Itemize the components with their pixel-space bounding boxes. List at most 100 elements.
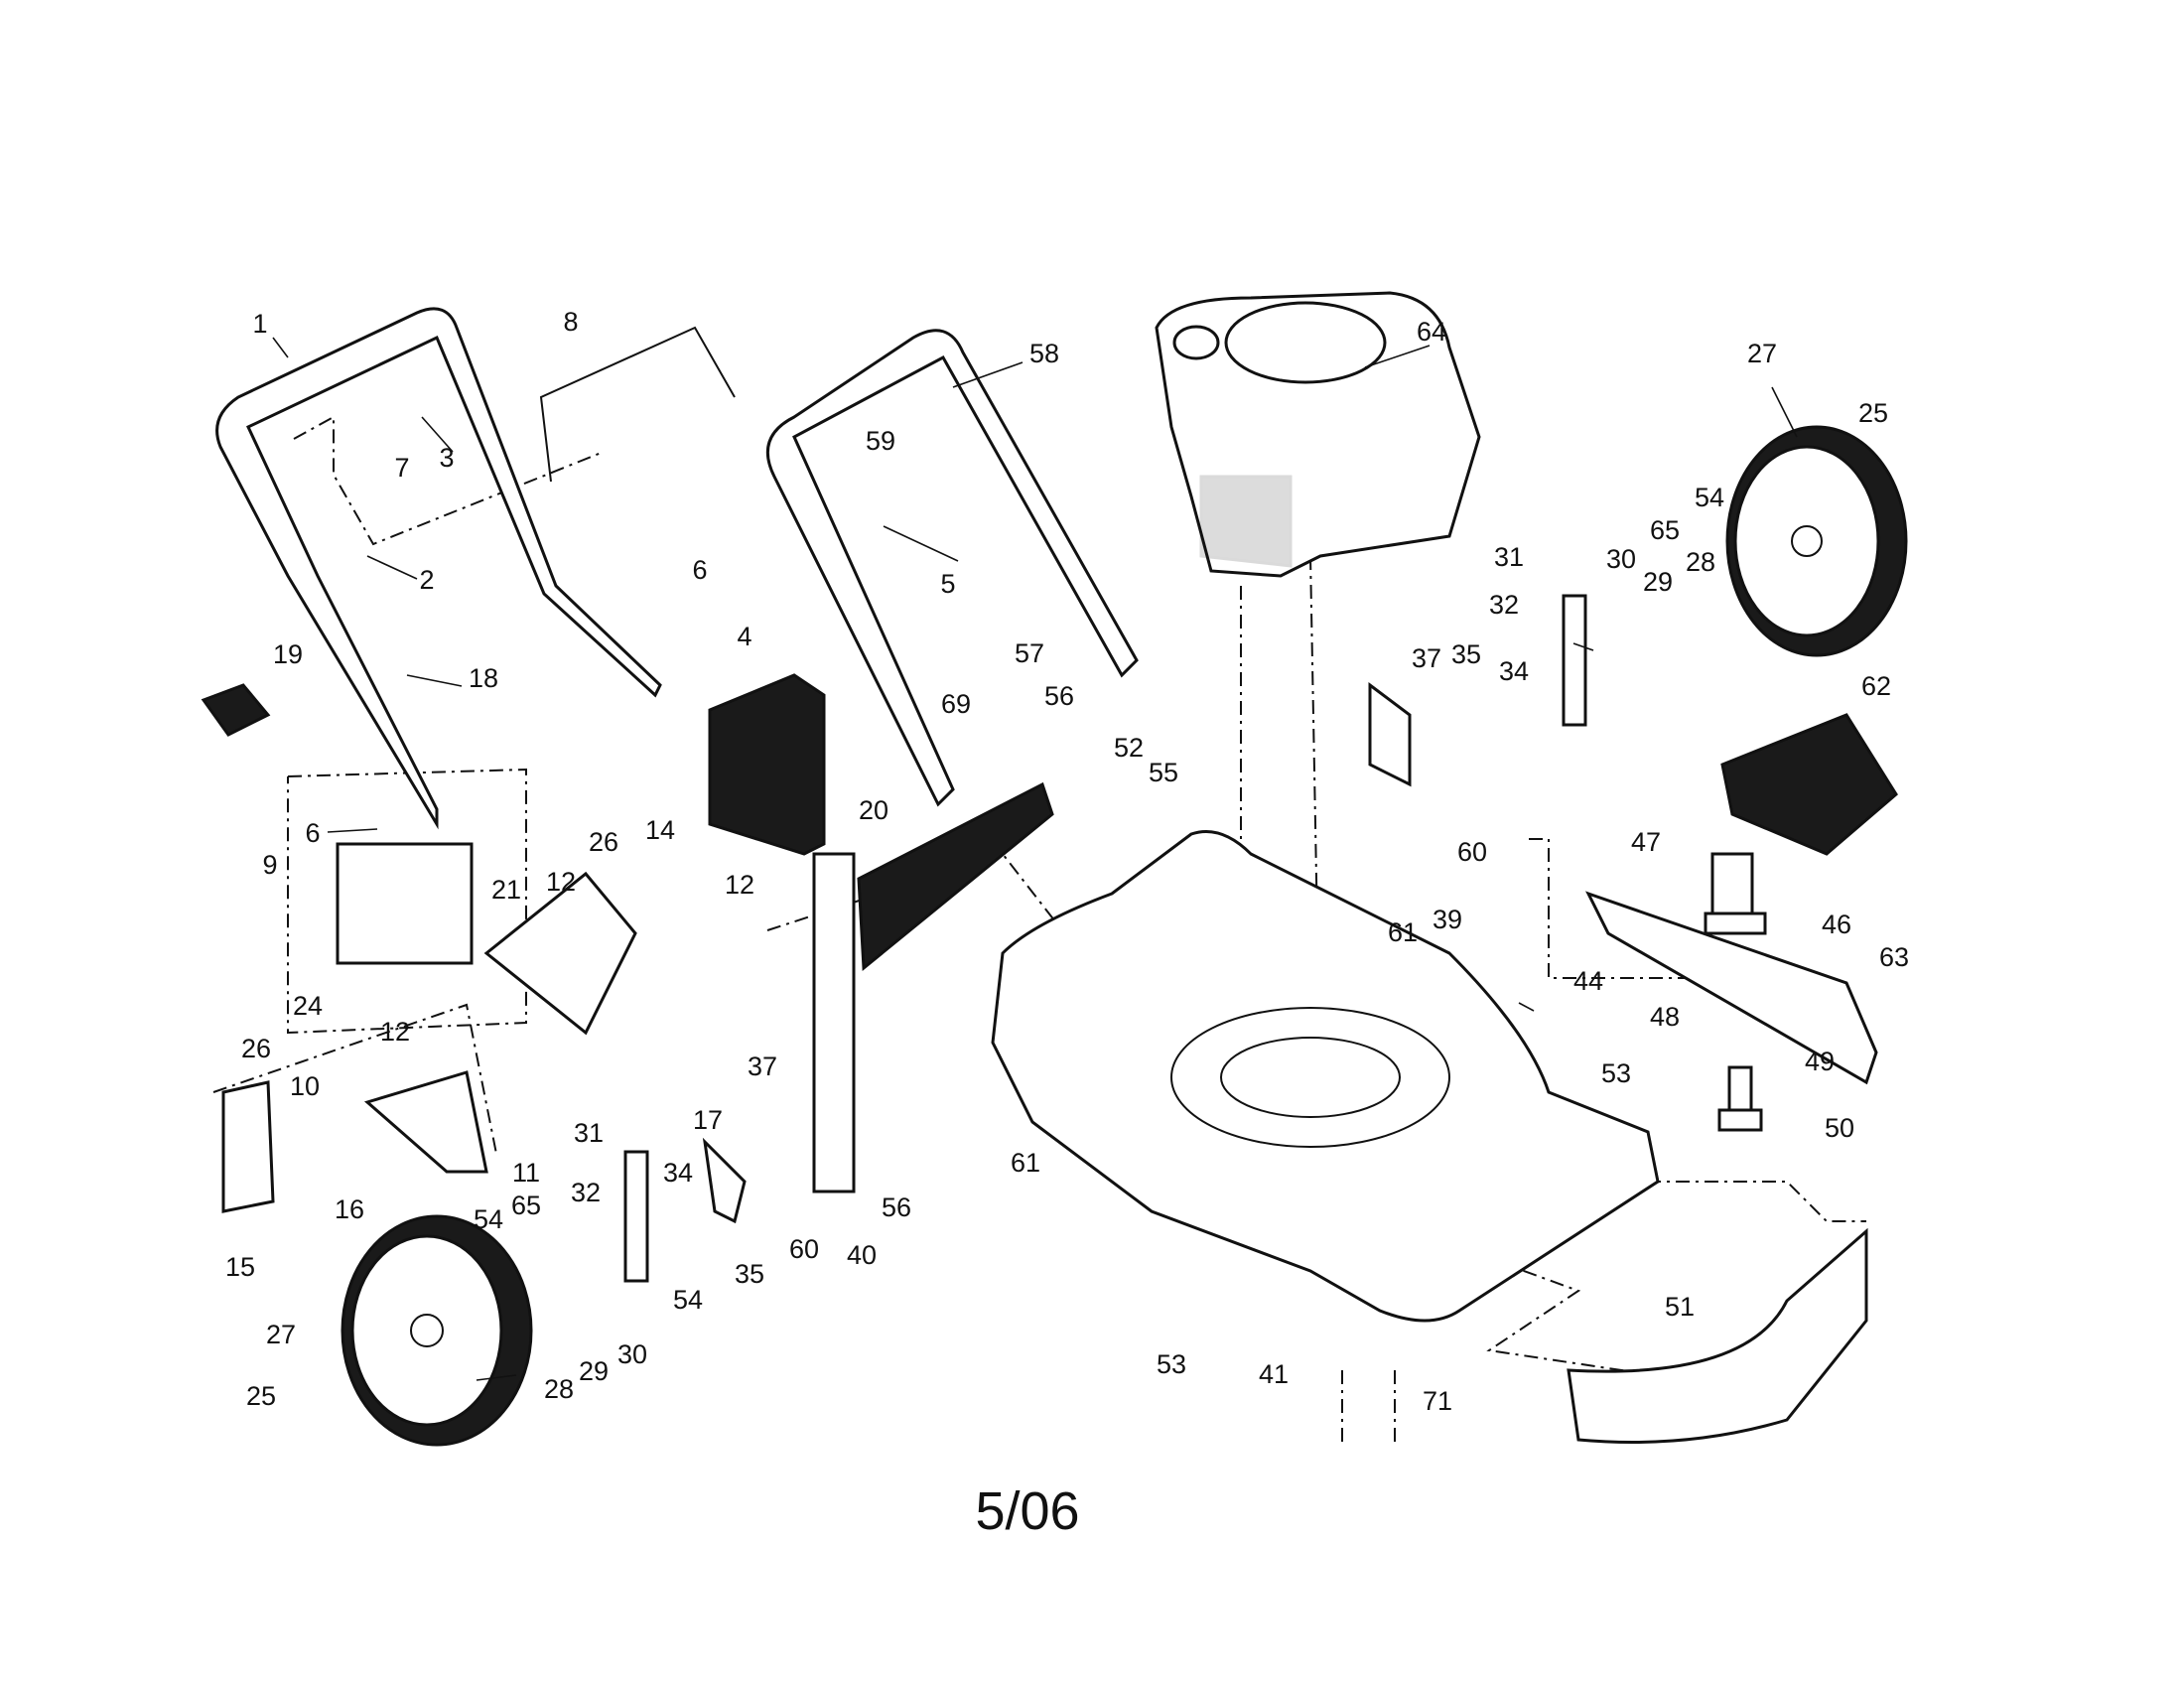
callout-61a: 61 bbox=[1011, 1148, 1040, 1178]
baffle bbox=[1720, 713, 1898, 856]
rear-baffle bbox=[1567, 1227, 1868, 1444]
callout-27b: 27 bbox=[1747, 339, 1777, 368]
leader-lines bbox=[272, 337, 1798, 1381]
revision-date: 5/06 bbox=[975, 1481, 1079, 1541]
callout-65b: 65 bbox=[1650, 515, 1680, 545]
callout-12a: 12 bbox=[546, 867, 576, 897]
callout-34b: 34 bbox=[1499, 656, 1529, 686]
callout-46: 46 bbox=[1822, 910, 1851, 939]
control-rod bbox=[539, 326, 736, 483]
callout-55: 55 bbox=[1149, 758, 1178, 787]
callout-25a: 25 bbox=[246, 1381, 276, 1411]
callout-7: 7 bbox=[394, 453, 409, 483]
callout-54c: 54 bbox=[1695, 483, 1724, 512]
callout-16: 16 bbox=[335, 1194, 364, 1224]
callout-26a: 26 bbox=[589, 827, 618, 857]
callout-14: 14 bbox=[645, 815, 675, 845]
callout-32a: 32 bbox=[571, 1178, 601, 1207]
callout-35b: 35 bbox=[1451, 639, 1481, 669]
wheel-bracket-left bbox=[812, 852, 856, 1193]
callout-12b: 12 bbox=[725, 870, 754, 900]
callout-30b: 30 bbox=[1606, 544, 1636, 574]
callout-28a: 28 bbox=[544, 1374, 574, 1404]
wheel-right bbox=[1725, 425, 1908, 657]
callout-50: 50 bbox=[1825, 1113, 1854, 1143]
callout-40: 40 bbox=[847, 1240, 877, 1270]
grass-chute-brackets bbox=[221, 871, 637, 1213]
callout-44: 44 bbox=[1573, 966, 1603, 996]
height-adjuster-left bbox=[623, 1137, 747, 1283]
callout-53b: 53 bbox=[1157, 1349, 1186, 1379]
callout-12c: 12 bbox=[380, 1017, 410, 1047]
callout-6a: 6 bbox=[692, 555, 707, 585]
blade-bolt bbox=[1717, 1065, 1763, 1132]
callout-61b: 61 bbox=[1388, 917, 1418, 947]
callout-10: 10 bbox=[290, 1071, 320, 1101]
callout-28b: 28 bbox=[1686, 547, 1715, 577]
callout-11: 11 bbox=[512, 1158, 540, 1188]
callout-51: 51 bbox=[1665, 1292, 1695, 1322]
callout-8: 8 bbox=[563, 307, 578, 337]
callout-27a: 27 bbox=[266, 1320, 296, 1349]
callout-53a: 53 bbox=[1601, 1058, 1631, 1088]
lower-handle bbox=[215, 307, 662, 830]
callout-63: 63 bbox=[1879, 942, 1909, 972]
callout-54b: 54 bbox=[673, 1285, 703, 1315]
callout-71: 71 bbox=[1423, 1386, 1452, 1416]
callout-31a: 31 bbox=[574, 1118, 604, 1148]
wheel-left bbox=[341, 1214, 533, 1447]
callout-57: 57 bbox=[1015, 638, 1044, 668]
callout-37b: 37 bbox=[1412, 643, 1441, 673]
upper-handle bbox=[765, 329, 1139, 807]
bag-frame bbox=[336, 842, 474, 965]
callout-54a: 54 bbox=[474, 1204, 503, 1234]
callout-26b: 26 bbox=[241, 1034, 271, 1063]
callout-9: 9 bbox=[262, 850, 277, 880]
callout-31b: 31 bbox=[1494, 542, 1524, 572]
callout-1: 1 bbox=[252, 309, 267, 339]
callout-17: 17 bbox=[693, 1105, 723, 1135]
callout-25b: 25 bbox=[1858, 398, 1888, 428]
callout-41: 41 bbox=[1259, 1359, 1289, 1389]
callout-47: 47 bbox=[1631, 827, 1661, 857]
callout-60b: 60 bbox=[1457, 837, 1487, 867]
callout-20: 20 bbox=[859, 795, 888, 825]
callout-56a: 56 bbox=[1044, 681, 1074, 711]
callout-30a: 30 bbox=[617, 1339, 647, 1369]
callout-19: 19 bbox=[273, 639, 303, 669]
callout-34a: 34 bbox=[663, 1158, 693, 1188]
callout-6b: 6 bbox=[305, 818, 320, 848]
callout-37a: 37 bbox=[748, 1052, 777, 1081]
callout-62: 62 bbox=[1861, 671, 1891, 701]
engine bbox=[1155, 291, 1481, 578]
callout-3: 3 bbox=[439, 443, 454, 473]
handle-knob bbox=[201, 683, 271, 737]
callout-4: 4 bbox=[737, 622, 751, 651]
callout-5: 5 bbox=[940, 569, 955, 599]
blade bbox=[1585, 891, 1878, 1085]
mower-deck bbox=[991, 830, 1660, 1323]
callout-60a: 60 bbox=[789, 1234, 819, 1264]
callout-2: 2 bbox=[419, 565, 434, 595]
callout-24: 24 bbox=[293, 991, 323, 1021]
callout-18: 18 bbox=[469, 663, 498, 693]
callout-21: 21 bbox=[491, 875, 521, 905]
adapter bbox=[1704, 852, 1767, 935]
callout-49: 49 bbox=[1805, 1047, 1835, 1076]
callout-64: 64 bbox=[1417, 317, 1446, 347]
callout-59: 59 bbox=[866, 426, 895, 456]
callout-29a: 29 bbox=[579, 1356, 609, 1386]
rear-shield bbox=[857, 781, 1054, 972]
callout-29b: 29 bbox=[1643, 567, 1673, 597]
callout-65a: 65 bbox=[511, 1191, 541, 1220]
height-adjuster-right bbox=[1368, 594, 1587, 787]
callout-48: 48 bbox=[1650, 1002, 1680, 1032]
callout-32b: 32 bbox=[1489, 590, 1519, 620]
callout-52: 52 bbox=[1114, 733, 1144, 763]
callout-15: 15 bbox=[225, 1252, 255, 1282]
callout-35a: 35 bbox=[735, 1259, 764, 1289]
callout-labels: 1 2 3 4 5 6 6 7 8 9 10 11 12 12 12 14 15… bbox=[225, 307, 1909, 1416]
callout-39: 39 bbox=[1433, 905, 1462, 934]
callout-56b: 56 bbox=[882, 1193, 911, 1222]
